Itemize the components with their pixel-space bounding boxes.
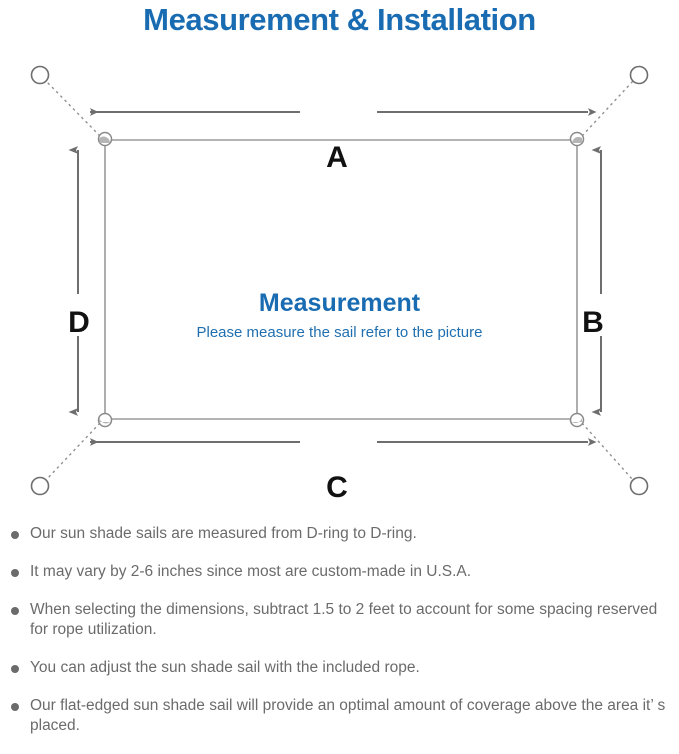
bullet-icon [11,531,19,539]
list-item: You can adjust the sun shade sail with t… [0,658,679,678]
list-item: It may vary by 2-6 inches since most are… [0,562,679,582]
sail-center-heading: Measurement [258,289,421,317]
anchor-points [30,65,649,496]
rope-bottom-left [45,422,101,481]
sail-measurement-diagram: Measurement Please measure the sail refe… [0,46,679,516]
note-text: You can adjust the sun shade sail with t… [30,659,420,676]
list-item: Our flat-edged sun shade sail will provi… [0,696,679,736]
note-text: Our sun shade sails are measured from D-… [30,525,417,542]
page-title: Measurement & Installation [143,2,536,37]
d-ring-bottom-left [97,412,113,428]
rope-bottom-right [581,422,634,481]
list-item: Our sun shade sails are measured from D-… [0,524,679,544]
bullet-icon [11,703,19,711]
d-ring-bottom-right [569,412,585,428]
dimension-label-d: D [68,306,90,339]
d-ring-fill-tr [572,136,582,143]
sail-shape [104,139,578,420]
anchor-top-right [629,65,649,85]
rope-top-left [45,80,101,137]
rope-lines [45,80,634,481]
sail-center-subtext: Please measure the sail refer to the pic… [196,324,483,341]
note-text: Our flat-edged sun shade sail will provi… [30,697,666,734]
dimension-label-b: B [582,306,604,339]
diagram-svg [30,65,649,496]
list-item: When selecting the dimensions, subtract … [0,600,679,640]
anchor-top-left [30,65,50,85]
rope-top-right [581,80,634,137]
anchor-bottom-left [30,476,50,496]
note-text: It may vary by 2-6 inches since most are… [30,563,472,580]
d-ring-fill-br [572,417,582,424]
dimension-label-c: C [326,471,348,504]
note-text: When selecting the dimensions, subtract … [30,601,658,638]
anchor-bottom-right [629,476,649,496]
d-ring-fill-bl [99,417,110,424]
dimension-label-a: A [326,141,348,174]
d-ring-fills [99,136,582,424]
bullet-icon [11,607,19,615]
notes-list: Our sun shade sails are measured from D-… [0,524,679,754]
d-ring-fill-tl [99,136,110,143]
bullet-icon [11,569,19,577]
bullet-icon [11,665,19,673]
